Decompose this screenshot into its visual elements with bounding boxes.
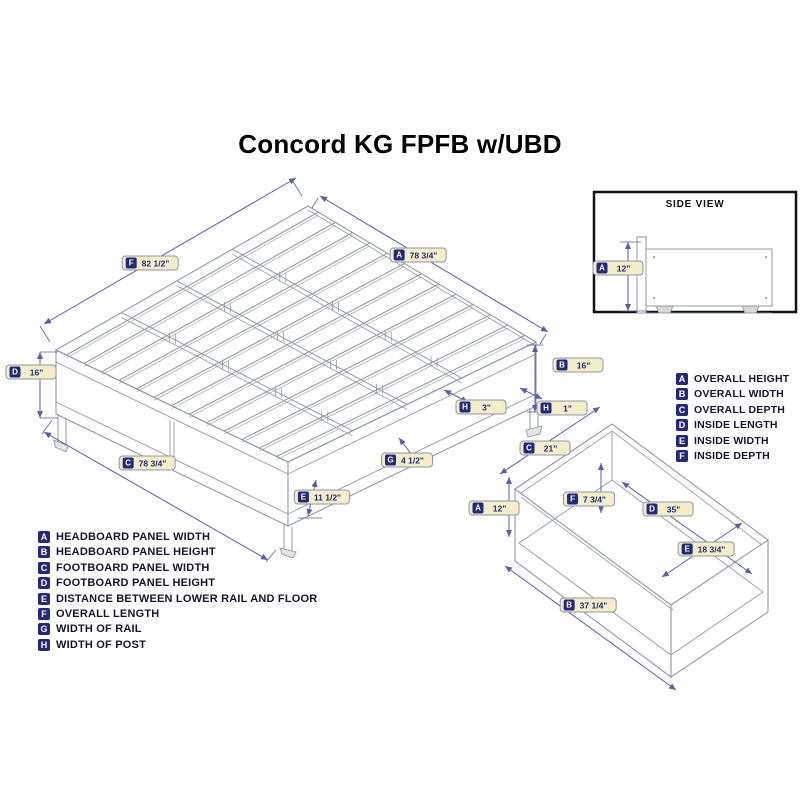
dimension-letter-chip: F xyxy=(125,257,137,269)
dimension-letter-chip: B xyxy=(556,359,568,371)
dimension-value: 78 3/4" xyxy=(138,458,167,468)
dimension-letter-chip: H xyxy=(540,402,552,414)
legend-letter-chip: H xyxy=(38,638,50,651)
legend-item-label: DISTANCE BETWEEN LOWER RAIL AND FLOOR xyxy=(56,592,318,605)
legend-item: D FOOTBOARD PANEL HEIGHT xyxy=(38,577,317,590)
side-view-drawing xyxy=(592,190,798,314)
dimension-value: 82 1/2" xyxy=(141,258,170,268)
legend-item-label: OVERALL DEPTH xyxy=(694,403,786,416)
legend-item-label: HEADBOARD PANEL WIDTH xyxy=(56,531,211,543)
page-title: Concord KG FPFB w/UBD xyxy=(238,129,562,159)
dimension-letter-chip: E xyxy=(681,543,693,555)
legend-letter-chip: D xyxy=(676,419,688,432)
legend-item-label: OVERALL WIDTH xyxy=(694,388,784,401)
legend-letter-chip: B xyxy=(38,546,50,559)
legend-item-label: WIDTH OF RAIL xyxy=(56,623,142,636)
legend-item-label: OVERALL LENGTH xyxy=(56,607,160,620)
legend-item: G WIDTH OF RAIL xyxy=(38,623,317,636)
dimension-value: 7 3/4" xyxy=(583,494,606,504)
legend-item-label: WIDTH OF POST xyxy=(56,638,146,651)
dimension-value: 21" xyxy=(543,443,558,453)
dimension-value: 1" xyxy=(563,403,572,413)
legend-item-label: FOOTBOARD PANEL HEIGHT xyxy=(56,577,216,590)
side-view-dimension-label-A: A 12" xyxy=(592,260,644,276)
legend-item: C FOOTBOARD PANEL WIDTH xyxy=(38,561,317,574)
legend-letter-chip: F xyxy=(38,607,50,620)
dimension-letter-chip: H xyxy=(459,401,471,413)
legend-letter-chip: A xyxy=(38,531,50,543)
dimension-value: 37 1/4" xyxy=(579,600,608,610)
bed-dimension-label-E: E 11 1/2" xyxy=(293,489,351,505)
legend-item-label: INSIDE WIDTH xyxy=(694,434,769,447)
bed-dimension-label-H: H 3" xyxy=(455,399,507,415)
dimension-value: 18 3/4" xyxy=(697,544,726,554)
legend-item-label: INSIDE LENGTH xyxy=(694,419,778,432)
legend-item: E INSIDE WIDTH xyxy=(676,434,789,447)
legend-item-label: INSIDE DEPTH xyxy=(694,449,770,462)
legend-item: B OVERALL WIDTH xyxy=(676,388,789,401)
dimension-letter-chip: D xyxy=(646,503,658,515)
dimension-value: 12" xyxy=(616,263,631,273)
dimension-letter-chip: C xyxy=(523,442,535,454)
dimension-value: 16" xyxy=(29,367,44,377)
dimension-letter-chip: B xyxy=(563,599,575,611)
legend-letter-chip: F xyxy=(676,449,688,462)
legend-letter-chip: E xyxy=(676,434,688,447)
dimension-letter-chip: D xyxy=(9,366,21,378)
legend-item-label: OVERALL HEIGHT xyxy=(694,373,790,385)
bed-dimension-label-G: G 4 1/2" xyxy=(381,452,433,468)
drawer-dimension-label-F: F 7 3/4" xyxy=(563,491,615,507)
bed-dimension-label-A: A 78 3/4" xyxy=(389,247,447,263)
drawer-dimension-label-A: A 12" xyxy=(468,500,520,516)
dimension-letter-chip: A xyxy=(472,502,484,514)
bed-dimension-label-C: C 78 3/4" xyxy=(118,455,176,471)
legend-item-label: HEADBOARD PANEL HEIGHT xyxy=(56,546,216,559)
legend-item: H WIDTH OF POST xyxy=(38,638,317,651)
bed-dimension-label-B: B 16" xyxy=(552,357,604,373)
dimension-value: 35" xyxy=(666,504,681,514)
drawer-dimension-label-C: C 21" xyxy=(519,440,571,456)
dimension-value: 3" xyxy=(482,402,491,412)
dimension-value: 11 1/2" xyxy=(313,492,342,502)
bed-dimension-label-D: D 16" xyxy=(5,364,57,380)
legend-item: C OVERALL DEPTH xyxy=(676,403,789,416)
legend-item: F OVERALL LENGTH xyxy=(38,607,317,620)
dimension-value: 16" xyxy=(576,360,591,370)
dimension-value: 12" xyxy=(492,503,507,513)
dimension-value: 78 3/4" xyxy=(409,250,438,260)
legend-item: E DISTANCE BETWEEN LOWER RAIL AND FLOOR xyxy=(38,592,318,605)
dimension-letter-chip: A xyxy=(393,249,405,261)
dimension-letter-chip: A xyxy=(596,262,608,274)
legend-item: B HEADBOARD PANEL HEIGHT xyxy=(38,546,317,559)
drawer-dimension-label-B: B 37 1/4" xyxy=(559,597,617,613)
legend-item: F INSIDE DEPTH xyxy=(676,449,789,462)
legend-item: A HEADBOARD PANEL WIDTH xyxy=(38,531,317,543)
legend-item: D INSIDE LENGTH xyxy=(676,419,789,432)
dimension-letter-chip: C xyxy=(122,457,134,469)
dimension-value: 4 1/2" xyxy=(401,455,424,465)
bed-dimension-label-F: F 82 1/2" xyxy=(121,255,179,271)
bed-dimension-label-H: H 1" xyxy=(536,400,588,416)
legend-letter-chip: A xyxy=(676,373,688,385)
side-view-title: SIDE VIEW xyxy=(665,199,725,210)
legend-letter-chip: E xyxy=(38,592,50,605)
legend-item: A OVERALL HEIGHT xyxy=(676,373,789,385)
legend-letter-chip: G xyxy=(38,623,50,636)
drawer-dimension-label-E: E 18 3/4" xyxy=(677,541,735,557)
legend-letter-chip: B xyxy=(676,388,688,401)
parts-legend: A HEADBOARD PANEL WIDTH B HEADBOARD PANEL H… xyxy=(38,531,317,654)
legend-letter-chip: C xyxy=(676,403,688,416)
dimension-letter-chip: G xyxy=(385,454,397,466)
drawer-legend: A OVERALL HEIGHT B OVERALL WIDTH C OVERALL DE… xyxy=(676,373,789,465)
legend-letter-chip: C xyxy=(38,561,50,574)
drawer-dimension-label-D: D 35" xyxy=(642,501,694,517)
dimension-letter-chip: F xyxy=(567,493,579,505)
legend-letter-chip: D xyxy=(38,577,50,590)
dimension-letter-chip: E xyxy=(297,491,309,503)
legend-item-label: FOOTBOARD PANEL WIDTH xyxy=(56,561,210,574)
